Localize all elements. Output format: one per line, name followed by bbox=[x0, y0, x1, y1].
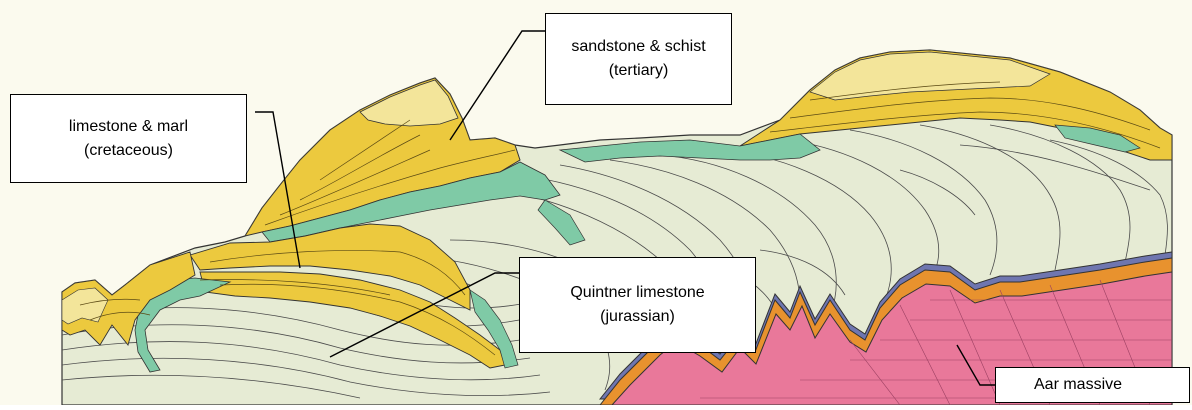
label-quintner-name: Quintner limestone bbox=[570, 281, 704, 305]
label-aar-name: Aar massive bbox=[1034, 373, 1122, 397]
label-sandstone-name: sandstone & schist bbox=[571, 35, 705, 59]
label-sandstone-schist: sandstone & schist (tertiary) bbox=[545, 13, 732, 105]
label-limestone-marl: limestone & marl (cretaceous) bbox=[10, 94, 247, 183]
label-sandstone-age: (tertiary) bbox=[609, 59, 669, 83]
label-limestone-age: (cretaceous) bbox=[84, 139, 173, 163]
label-quintner-age: (jurassian) bbox=[600, 305, 675, 329]
label-aar-massive: Aar massive bbox=[995, 367, 1190, 403]
label-quintner-limestone: Quintner limestone (jurassian) bbox=[519, 257, 756, 353]
label-limestone-name: limestone & marl bbox=[69, 115, 188, 139]
